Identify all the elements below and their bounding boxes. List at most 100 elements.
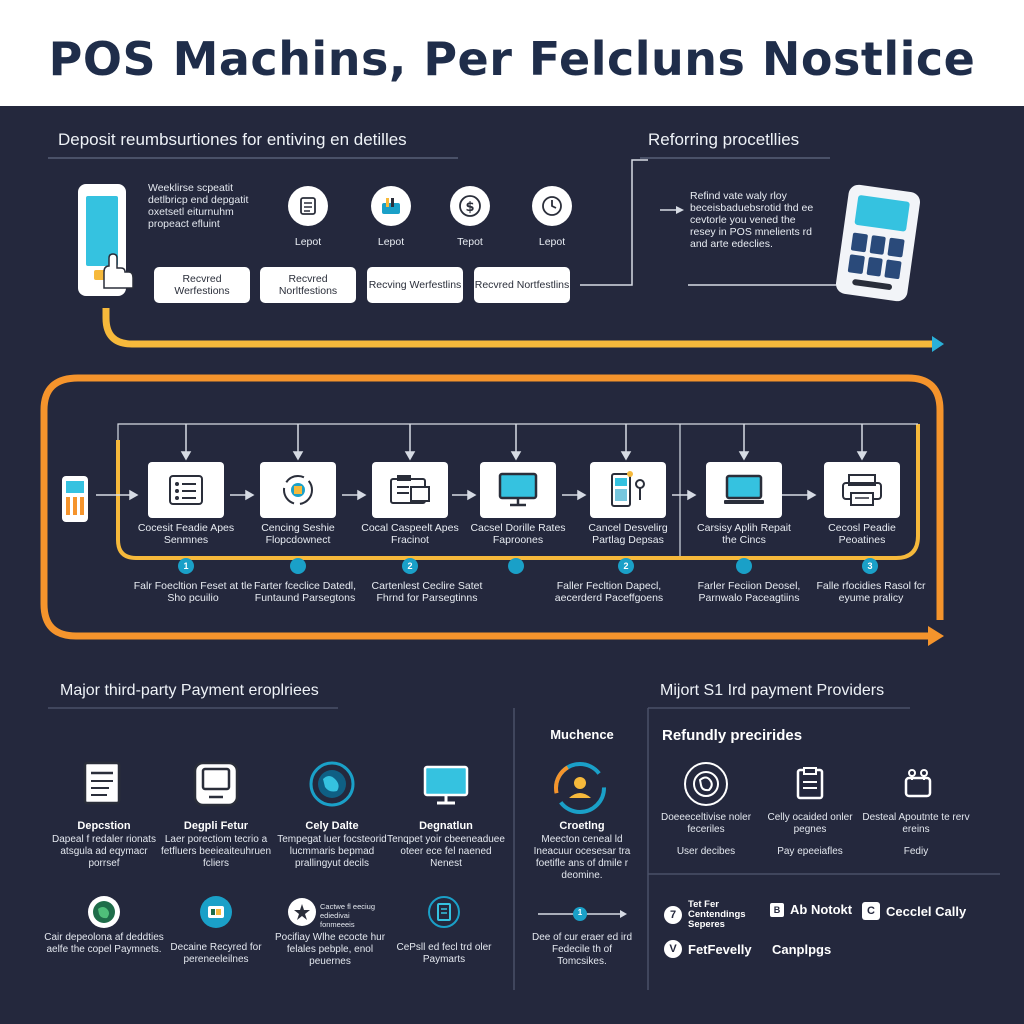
provider-logo-icon: B xyxy=(770,902,784,917)
provider-logo-icon: V xyxy=(664,940,682,958)
svg-text:$: $ xyxy=(465,200,474,215)
checklist-icon xyxy=(148,462,224,518)
laptop-icon xyxy=(706,462,782,518)
small-note: Cactwe fl eeciug ediedivai fonmeeeis xyxy=(320,902,376,929)
hand-icon xyxy=(96,252,136,292)
pos-icon xyxy=(590,462,666,518)
receipt-icon xyxy=(428,896,460,928)
step-label: Cocal Caspeelt Apes Fracinot xyxy=(361,522,459,546)
globe-green-icon xyxy=(88,896,120,928)
globe-icon xyxy=(306,758,358,810)
step-label: Cancel Desvelirg Partlag Depsas xyxy=(588,522,668,546)
globe-icon xyxy=(684,762,728,806)
middle-arrow xyxy=(538,907,627,921)
provider-name: Ab Notokt xyxy=(790,902,853,917)
item-description: Laer porectiom tecrio a fetfluers beeiea… xyxy=(160,834,272,869)
page-title: POS Machins, Per Felcluns Nostlice xyxy=(48,32,976,86)
cards-icon xyxy=(371,186,411,226)
bottom-left-heading: Major third-party Payment eroplriees xyxy=(60,682,319,699)
middle-description: Meecton ceneal ld Ineacuur ocesesar tra … xyxy=(533,834,631,881)
status-box: Recving Werfestlins xyxy=(367,267,463,303)
header-bar: POS Machins, Per Felcluns Nostlice xyxy=(0,0,1024,106)
provider-4[interactable]: V FetFevelly xyxy=(664,940,752,958)
phone-description: Weeklirse scpeatit detlbricp end depgati… xyxy=(148,182,249,230)
provider-name: Tet Fer Centendings Seperes xyxy=(688,899,746,930)
step-number xyxy=(736,558,752,574)
pos-device-icon xyxy=(62,476,88,522)
extra-text: Decaine Recyred for pereneeleilnes xyxy=(170,942,262,965)
middle-number: 1 xyxy=(577,908,583,917)
step-number: 3 xyxy=(862,558,878,574)
item-description: Tenqpet yoir cbeeneaduee oteer ece fel n… xyxy=(387,834,505,869)
provider-description: Celly ocaided onler pegnes xyxy=(767,812,853,835)
pos-terminal-icon xyxy=(190,758,242,810)
step-sublabel: Falle rfocidies Rasol fcr eyume pralicy xyxy=(816,580,926,604)
step-label: Cocesit Feadie Apes Senmnes xyxy=(137,522,235,546)
icon-label: Lepot xyxy=(377,236,405,248)
status-box: Recvred Werfestions xyxy=(154,267,250,303)
star-icon xyxy=(288,898,316,926)
provider-description: Desteal Apoutnte te rerv ereins xyxy=(862,812,970,835)
item-description: Tempegat luer focsteorid lucmmaris bepma… xyxy=(277,834,387,869)
list-icon xyxy=(288,186,328,226)
step-sublabel: Farter fceclice Datedl, Funtaund Parsegt… xyxy=(253,580,357,604)
top-left-heading: Deposit reumbsurtiones for entiving en d… xyxy=(58,130,407,149)
monitor-icon xyxy=(480,462,556,518)
item-title: Degpli Fetur xyxy=(183,820,249,832)
provider-tag: Pay epeeiafles xyxy=(777,846,843,857)
step-label: Carsisy Aplih Repait the Cincs xyxy=(697,522,791,546)
provider-logo-icon: C xyxy=(862,902,880,920)
step-label: Cacsel Dorille Rates Faproones xyxy=(470,522,566,546)
heading-underline xyxy=(48,157,458,159)
cycle-icon xyxy=(260,462,336,518)
step-sublabel: Cartenlest Ceclire Satet Fhrnd for Parse… xyxy=(371,580,483,604)
step-number xyxy=(290,558,306,574)
provider-name: Cecclel Cally xyxy=(886,903,967,919)
step-number xyxy=(508,558,524,574)
document-icon xyxy=(78,758,130,810)
bottom-right-subheading: Refundly precirides xyxy=(662,727,803,744)
icon-label: Lepot xyxy=(538,236,566,248)
provider-logo-icon: 7 xyxy=(664,906,682,924)
bottom-right-heading: Mijort S1 Ird payment Providers xyxy=(660,682,885,699)
refund-description: Refind vate waly rloy beceisbaduebsrotid… xyxy=(690,190,814,250)
step-sublabel: Falr Foecltion Feset at tle Sho pcuilio xyxy=(133,580,253,604)
item-title: Cely Dalte xyxy=(305,820,359,832)
extra-text: Pocifiay Wlhe ecocte hur felales pebple,… xyxy=(274,932,386,967)
provider-description: Doeeeceltivise noler feceriles xyxy=(660,812,752,835)
plug-icon xyxy=(896,762,940,806)
monitor-icon xyxy=(420,758,472,810)
middle-foot: Dee of cur eraer ed ird Fedecile th of T… xyxy=(531,932,633,967)
provider-tag: Fediy xyxy=(903,846,929,857)
step-number: 2 xyxy=(402,558,418,574)
provider-3[interactable]: C Cecclel Cally xyxy=(862,902,966,920)
clock-icon xyxy=(532,186,572,226)
icon-label: Lepot xyxy=(294,236,322,248)
step-label: Cecosl Peadie Peoatines xyxy=(828,522,896,546)
user-cycle-icon xyxy=(552,760,608,816)
middle-title: Croetlng xyxy=(559,820,605,832)
item-description: Dapeal f redaler rionats atsgula ad eqym… xyxy=(52,834,156,869)
provider-1[interactable]: 7 Tet Fer Centendings Seperes xyxy=(664,900,774,930)
provider-2[interactable]: B Ab Notokt xyxy=(770,902,852,917)
step-label: Cencing Seshie Flopcdownect xyxy=(261,522,335,546)
provider-5[interactable]: Canplpgs xyxy=(772,942,831,957)
step-sublabel: Faller Fecltion Dapecl, aecerderd Paceff… xyxy=(554,580,664,604)
step-sublabel: Farler Feciion Deosel, Parnwalo Paceagti… xyxy=(697,580,801,604)
step-number: 2 xyxy=(618,558,634,574)
extra-text: Cair depeolona af deddties aelfe the cop… xyxy=(44,932,164,955)
folder-icon xyxy=(372,462,448,518)
status-box: Recvred Nortfestlins xyxy=(474,267,570,303)
provider-name: Canplpgs xyxy=(772,942,832,957)
receipt-icon xyxy=(788,762,832,806)
heading-underline xyxy=(640,157,830,159)
provider-tag: User decibes xyxy=(676,846,736,857)
provider-name: FetFevelly xyxy=(688,941,752,957)
dollar-icon: $ xyxy=(450,186,490,226)
extra-text: CePsll ed fecl trd oler Paymarts xyxy=(396,942,492,965)
printer-icon xyxy=(824,462,900,518)
top-right-heading: Reforring procetllies xyxy=(648,130,800,149)
step-number: 1 xyxy=(178,558,194,574)
